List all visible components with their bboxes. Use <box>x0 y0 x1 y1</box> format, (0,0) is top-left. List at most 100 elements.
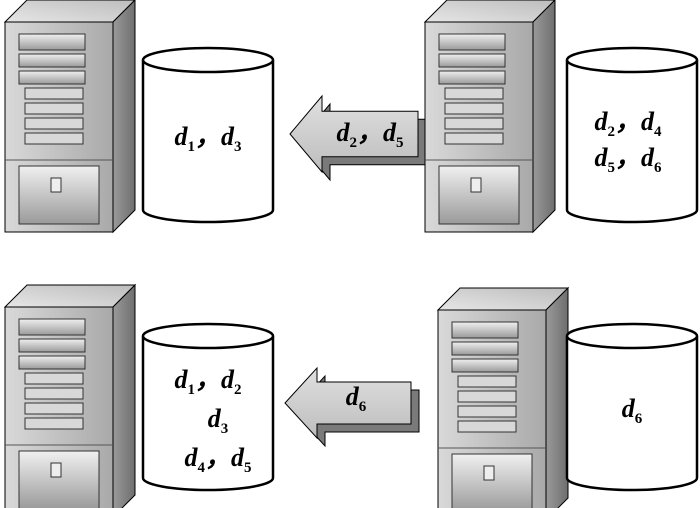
power-button <box>470 177 482 193</box>
variable-name: d <box>174 365 188 394</box>
database-cylinder-icon <box>565 46 699 224</box>
variable-name: d <box>594 143 608 172</box>
variable-subscript: 6 <box>635 411 643 427</box>
panel-slot <box>24 387 84 400</box>
db-label-line: d2，d4 <box>594 107 662 140</box>
transfer-arrow-top: d2，d5 <box>289 94 427 182</box>
panel-slot <box>444 87 504 100</box>
server-tower-icon <box>436 286 570 508</box>
variable-name: d <box>622 394 636 423</box>
cylinder-body <box>565 336 699 492</box>
server-tower-icon <box>3 0 136 234</box>
cylinder-top <box>565 322 699 350</box>
variable-name: d <box>231 443 245 472</box>
panel-slot <box>457 390 517 403</box>
db-label-line: d3 <box>208 404 229 437</box>
server-tower-icon <box>423 0 556 234</box>
lower-panel <box>438 165 520 225</box>
panel-slot <box>24 117 84 130</box>
drive-bay <box>451 341 519 356</box>
database-bottom-left: d1，d2 d3 d4，d5 <box>141 322 275 492</box>
drive-bay <box>18 318 86 336</box>
drive-bay <box>18 33 86 51</box>
server-tower-icon <box>3 283 137 508</box>
panel-slot <box>24 102 84 115</box>
variable-subscript: 1 <box>187 139 195 155</box>
variable-subscript: 5 <box>396 135 404 151</box>
lower-panel <box>18 165 100 225</box>
server-side-face <box>532 0 556 234</box>
db-label-line: d1，d2 <box>174 365 241 398</box>
variable-subscript: 1 <box>187 382 195 398</box>
cylinder-body <box>141 60 275 224</box>
separator: ， <box>195 365 221 394</box>
drive-bay <box>451 358 519 373</box>
server-top-face <box>3 284 137 308</box>
transfer-arrow-icon <box>289 94 427 182</box>
panel-slot <box>24 417 84 430</box>
separator: ， <box>205 443 231 472</box>
server-top-face <box>423 0 556 23</box>
server-top-right <box>423 0 556 234</box>
drive-bay <box>18 338 86 353</box>
db-label-line: d4，d5 <box>184 443 251 476</box>
database-bottom-right: d6 <box>565 322 699 492</box>
panel-slot <box>444 102 504 115</box>
server-side-face <box>112 283 136 508</box>
variable-name: d <box>594 107 608 136</box>
db-label-line: d5，d6 <box>594 143 662 176</box>
variable-name: d <box>184 443 198 472</box>
variable-subscript: 6 <box>654 160 662 176</box>
cylinder-top <box>565 46 699 74</box>
variable-name: d <box>383 118 397 147</box>
variable-subscript: 5 <box>607 160 615 176</box>
variable-name: d <box>641 143 655 172</box>
panel-slot <box>24 402 84 415</box>
drive-bay <box>451 321 519 339</box>
variable-subscript: 2 <box>349 135 357 151</box>
arrow-face <box>284 366 412 440</box>
cylinder-top <box>141 46 275 74</box>
variable-subscript: 2 <box>607 124 615 140</box>
variable-subscript: 3 <box>234 139 242 155</box>
variable-name: d <box>221 365 235 394</box>
panel-slot <box>444 132 504 145</box>
panel-slot <box>457 405 517 418</box>
database-top-left: d1，d3 <box>141 46 275 224</box>
variable-subscript: 4 <box>654 124 662 140</box>
panel-slot <box>24 372 84 385</box>
server-side-face <box>112 0 136 234</box>
server-side-face <box>545 286 569 508</box>
variable-name: d <box>208 404 222 433</box>
separator: ， <box>195 122 221 151</box>
transfer-label: d6 <box>346 382 367 415</box>
variable-subscript: 3 <box>221 421 229 437</box>
server-top-face <box>3 0 136 23</box>
variable-name: d <box>221 122 235 151</box>
db-label-line: d6 <box>622 394 643 427</box>
transfer-label: d2，d5 <box>336 118 403 151</box>
lower-panel <box>451 453 533 508</box>
separator: ， <box>357 118 383 147</box>
panel-slot <box>457 420 517 433</box>
database-cylinder-icon <box>565 322 699 492</box>
database-cylinder-icon <box>141 46 275 224</box>
separator: ， <box>615 143 641 172</box>
power-button <box>50 177 62 193</box>
server-bottom-right <box>436 286 570 508</box>
variable-name: d <box>346 382 360 411</box>
variable-subscript: 5 <box>244 460 252 476</box>
transfer-arrow-icon <box>284 366 420 448</box>
drive-bay <box>438 53 506 68</box>
drive-bay <box>438 70 506 85</box>
variable-subscript: 4 <box>197 460 205 476</box>
variable-name: d <box>336 118 350 147</box>
separator: ， <box>615 107 641 136</box>
transfer-arrow-bottom: d6 <box>284 366 420 448</box>
database-cylinder-icon <box>141 322 275 492</box>
drive-bay <box>18 355 86 370</box>
cylinder-body <box>141 336 275 492</box>
variable-name: d <box>174 122 188 151</box>
arrow-face <box>289 94 419 174</box>
